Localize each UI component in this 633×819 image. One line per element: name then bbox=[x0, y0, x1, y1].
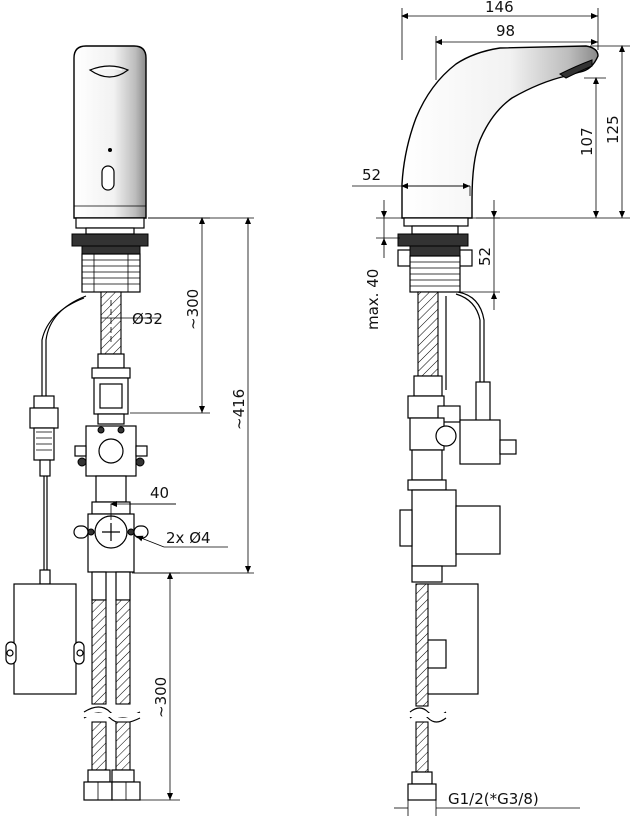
front-view bbox=[5, 45, 149, 801]
cable-connector bbox=[33, 395, 55, 409]
side-hose bbox=[415, 583, 429, 707]
side-sensor-cable bbox=[457, 291, 485, 382]
dim-width-98: 98 bbox=[496, 22, 515, 40]
front-base-flange bbox=[71, 233, 149, 247]
side-shank-hose bbox=[417, 291, 439, 377]
dim-max-40: max. 40 bbox=[364, 269, 382, 330]
front-faucet-body bbox=[73, 45, 147, 219]
dim-thread: G1/2(*G3/8) bbox=[448, 790, 539, 808]
dim-hose-300-bottom: ~300 bbox=[152, 677, 170, 718]
dim-diameter-32: Ø32 bbox=[132, 310, 163, 328]
front-base-ring bbox=[75, 217, 145, 229]
dim-width-40: 40 bbox=[150, 484, 169, 502]
dim-hose-300-top: ~300 bbox=[184, 289, 202, 330]
front-dimensions: ~300 Ø32 ~416 40 2x Ø4 ~300 bbox=[100, 217, 254, 801]
dim-offset-52-horizontal: 52 bbox=[362, 166, 381, 184]
side-mixing-valve bbox=[411, 489, 457, 567]
front-hose-right bbox=[115, 599, 131, 705]
control-box bbox=[13, 583, 77, 695]
side-view bbox=[397, 45, 599, 801]
side-dimensions: 146 98 125 107 52 max. 40 52 bbox=[352, 0, 630, 816]
front-led-window bbox=[101, 165, 115, 191]
dim-offset-52-vertical: 52 bbox=[476, 247, 494, 266]
dim-height-107: 107 bbox=[578, 127, 596, 156]
side-base-flange bbox=[397, 233, 469, 247]
dim-holes: 2x Ø4 bbox=[166, 529, 211, 547]
dim-height-125: 125 bbox=[604, 115, 622, 144]
front-sensor-cable bbox=[45, 295, 87, 396]
side-hose-nut bbox=[407, 783, 437, 801]
front-hose-left bbox=[91, 599, 107, 705]
side-handle bbox=[455, 505, 501, 555]
side-control-box bbox=[419, 583, 479, 695]
side-faucet-spout bbox=[401, 45, 599, 219]
sensor-window bbox=[88, 65, 130, 78]
dim-total-416: ~416 bbox=[230, 389, 248, 430]
dim-width-146: 146 bbox=[485, 0, 514, 16]
